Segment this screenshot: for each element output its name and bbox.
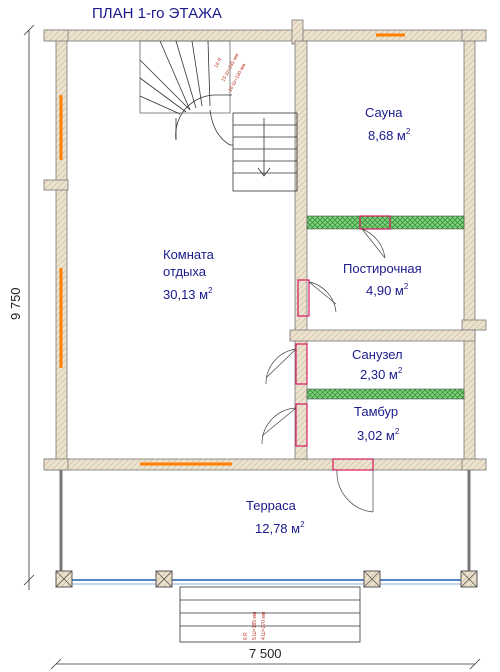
windows	[59, 33, 405, 466]
dimension-lines	[23, 24, 481, 670]
room-area: 12,78 м2	[255, 520, 305, 536]
room-name: Сауна	[365, 105, 403, 120]
outer-walls	[43, 19, 487, 471]
door-lounge-laundry	[297, 279, 310, 317]
doors	[261, 215, 391, 513]
dimension-width: 7 500	[249, 646, 282, 661]
staircase	[139, 40, 298, 192]
dimension-height: 9 750	[8, 287, 23, 320]
door-laundry	[359, 215, 391, 230]
room-area: 30,13 м2	[163, 286, 213, 302]
room-label-terrace: Терраса 12,78 м2	[246, 498, 305, 536]
room-area: 8,68 м2	[368, 127, 411, 143]
stair-notes-upper: 16 R 15 Ш=185 мм 16 Ш=190 мм	[213, 52, 247, 93]
stair-note: 4 Ш=270 мм	[261, 611, 267, 640]
door-entrance	[332, 458, 374, 471]
stair-note: 6 R	[243, 632, 249, 640]
inner-walls	[289, 40, 476, 460]
room-label-lounge: Комната отдыха 30,13 м2	[163, 247, 215, 302]
entrance-steps	[179, 586, 361, 643]
stair-notes-lower: 6 R 5 Ш=185 мм 4 Ш=270 мм	[243, 611, 267, 640]
door-vestibule-inner	[295, 403, 308, 447]
stair-note: 16 R	[213, 56, 223, 68]
door-wc	[295, 343, 308, 385]
room-name: Терраса	[246, 498, 297, 513]
terrace-structure	[55, 470, 478, 588]
room-name: Санузел	[352, 347, 403, 362]
room-area: 2,30 м2	[360, 366, 403, 382]
page-title: ПЛАН 1-го ЭТАЖА	[92, 5, 222, 22]
room-name: Комната	[163, 247, 215, 262]
room-name: Постирочная	[343, 261, 422, 276]
room-label-wc: Санузел 2,30 м2	[352, 347, 403, 382]
room-label-laundry: Постирочная 4,90 м2	[343, 261, 422, 298]
room-area: 3,02 м2	[357, 427, 400, 443]
room-area: 4,90 м2	[366, 282, 409, 298]
room-name: отдыха	[163, 264, 207, 279]
room-label-vestibule: Тамбур 3,02 м2	[354, 404, 400, 443]
room-name: Тамбур	[354, 404, 398, 419]
stair-note: 5 Ш=185 мм	[252, 611, 258, 640]
room-label-sauna: Сауна 8,68 м2	[365, 105, 411, 143]
